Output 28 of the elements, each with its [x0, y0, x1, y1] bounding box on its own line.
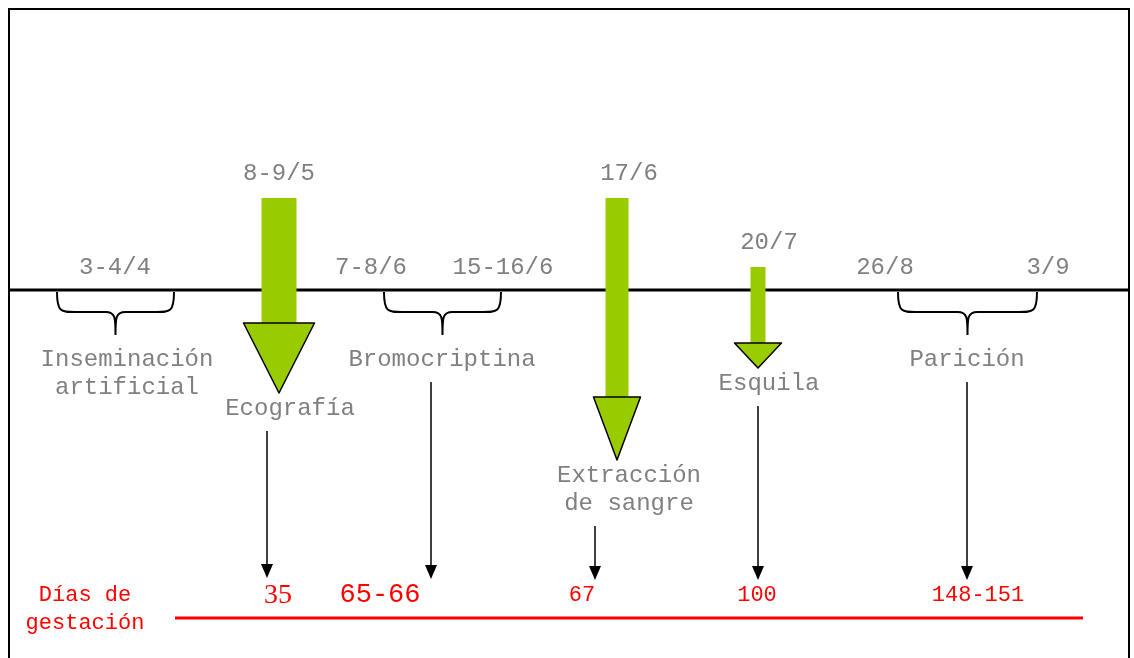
arrow — [961, 381, 973, 580]
day-number: 35 — [264, 580, 292, 608]
date-label: 17/6 — [600, 160, 658, 188]
block-arrow — [592, 198, 642, 461]
block-arrow — [242, 198, 316, 394]
date-label: 26/8 — [856, 254, 914, 282]
date-label: 7-8/6 — [335, 254, 407, 282]
date-label: 3/9 — [1026, 254, 1070, 282]
axis-title: Días de gestación — [24, 582, 146, 638]
event-label: Inseminación artificial — [39, 346, 215, 402]
arrow — [589, 525, 601, 580]
date-label: 3-4/4 — [79, 254, 151, 282]
arrow — [425, 381, 437, 579]
event-label: Bromocriptina — [348, 346, 536, 374]
date-label: 15-16/6 — [452, 254, 554, 282]
arrow — [752, 405, 764, 580]
event-label: Parición — [909, 346, 1025, 374]
day-number: 100 — [737, 582, 777, 610]
arrow — [261, 430, 273, 578]
event-label: Esquila — [718, 370, 820, 398]
day-number: 67 — [568, 582, 596, 610]
date-label: 8-9/5 — [243, 160, 315, 188]
day-number: 65-66 — [339, 581, 421, 609]
day-number: 148-151 — [931, 582, 1025, 610]
event-label: Extracción de sangre — [544, 462, 714, 518]
event-label: Ecografía — [225, 395, 355, 423]
date-label: 20/7 — [740, 229, 798, 257]
block-arrow — [733, 267, 783, 369]
